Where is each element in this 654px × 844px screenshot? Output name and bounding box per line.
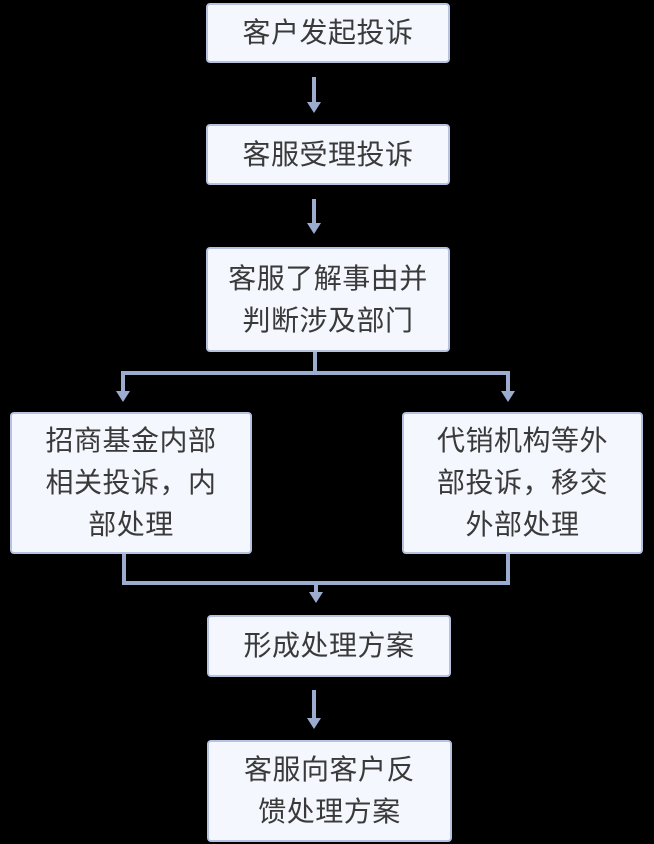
node-text-line: 客服了解事由并 — [228, 262, 428, 294]
arrowhead-down-icon — [307, 223, 321, 234]
node-text-line: 部投诉，移交 — [436, 467, 608, 498]
flow-node-form-handling-plan: 形成处理方案 — [207, 615, 451, 677]
node-text-line: 部处理 — [88, 509, 174, 540]
node-text-line: 判断涉及部门 — [242, 304, 414, 336]
flow-node-assess-departments: 客服了解事由并 判断涉及部门 — [206, 247, 450, 352]
flow-node-external-handling: 代销机构等外 部投诉，移交 外部处理 — [402, 412, 643, 554]
flow-node-customer-initiates-complaint: 客户发起投诉 — [206, 3, 450, 63]
node-text-line: 相关投诉，内 — [45, 467, 217, 498]
node-text-line: 代销机构等外 — [436, 425, 608, 456]
flow-node-service-accepts-complaint: 客服受理投诉 — [206, 124, 450, 185]
flow-node-internal-handling: 招商基金内部 相关投诉，内 部处理 — [10, 412, 252, 554]
arrowhead-down-icon — [309, 592, 323, 603]
node-text-line: 馈处理方案 — [258, 796, 401, 827]
arrowhead-down-icon — [307, 718, 321, 729]
node-text-line: 外部处理 — [465, 509, 580, 540]
node-text-line: 客服受理投诉 — [242, 138, 414, 170]
arrowhead-down-icon — [116, 391, 130, 402]
node-text-line: 客服向客户反 — [243, 754, 415, 785]
node-text-line: 招商基金内部 — [45, 425, 217, 456]
arrowhead-down-icon — [501, 391, 515, 402]
arrowhead-down-icon — [307, 102, 321, 113]
node-text-line: 客户发起投诉 — [242, 17, 414, 48]
node-text-line: 形成处理方案 — [243, 630, 415, 661]
flow-node-feedback-to-customer: 客服向客户反 馈处理方案 — [207, 740, 452, 842]
